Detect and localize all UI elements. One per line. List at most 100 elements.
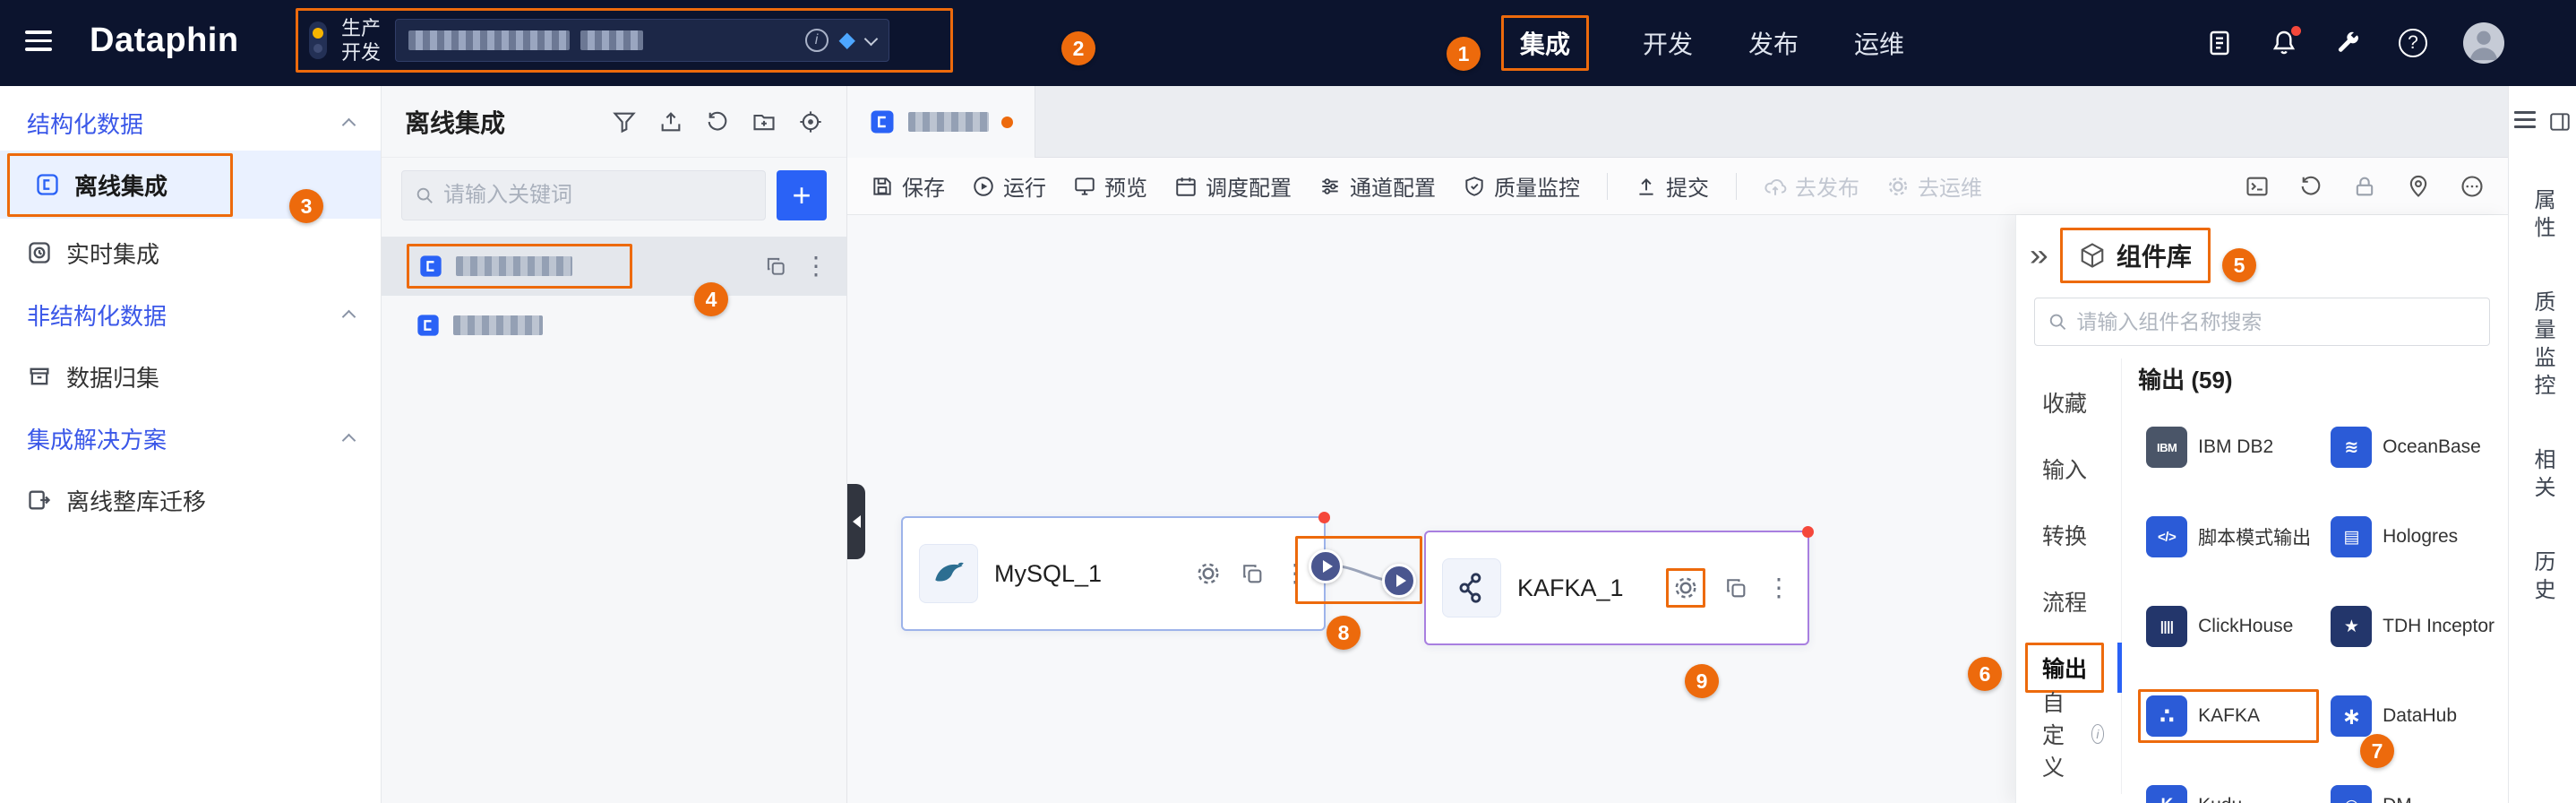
- category-input[interactable]: 输入: [2042, 458, 2088, 483]
- selection-handle[interactable]: [1318, 512, 1330, 523]
- nav-ops[interactable]: 运维: [1854, 30, 1905, 58]
- copy-icon[interactable]: [1723, 575, 1748, 600]
- gear-icon[interactable]: [1195, 560, 1222, 587]
- copy-icon[interactable]: [764, 255, 787, 278]
- section-label: 非结构化数据: [27, 302, 167, 330]
- section-integration-solutions[interactable]: 集成解决方案: [0, 410, 381, 466]
- filter-icon[interactable]: [612, 109, 637, 134]
- locate-icon[interactable]: [798, 109, 823, 134]
- node-label: KAFKA_1: [1517, 574, 1624, 601]
- copy-icon[interactable]: [1240, 561, 1265, 586]
- more-options-icon[interactable]: [2460, 174, 2485, 199]
- annotation-8: 8: [1327, 616, 1361, 650]
- avatar[interactable]: [2463, 22, 2504, 64]
- new-folder-icon[interactable]: [751, 109, 777, 134]
- sidebar-item-data-collection[interactable]: 数据归集: [0, 342, 381, 410]
- input-port[interactable]: [1382, 564, 1416, 598]
- component-hologres[interactable]: ▤Hologres: [2323, 510, 2503, 564]
- list-icon[interactable]: [2513, 111, 2536, 133]
- collapse-tree-handle[interactable]: [847, 484, 865, 559]
- submit-label: 提交: [1666, 177, 1709, 201]
- sidebar-item-offline-db-migration[interactable]: 离线整库迁移: [0, 466, 381, 534]
- tree-panel-header: 离线集成: [382, 86, 846, 158]
- panel-layout-icon[interactable]: [2548, 110, 2572, 134]
- export-icon[interactable]: [658, 109, 683, 134]
- info-icon[interactable]: i: [804, 29, 829, 52]
- category-transform[interactable]: 转换: [2042, 524, 2088, 549]
- nav-publish[interactable]: 发布: [1748, 30, 1799, 58]
- output-port[interactable]: [1309, 549, 1343, 583]
- editor-tab[interactable]: [847, 86, 1035, 158]
- collapse-panel-icon[interactable]: »: [2030, 238, 2048, 272]
- chevron-up-icon: [341, 309, 356, 324]
- component-tdh-inceptor[interactable]: ★TDH Inceptor: [2323, 600, 2503, 653]
- submit-button[interactable]: 提交: [1635, 170, 1709, 202]
- chevron-down-icon[interactable]: [863, 31, 879, 46]
- nav-integration[interactable]: 集成: [1501, 15, 1590, 71]
- section-structured-data[interactable]: 结构化数据: [0, 95, 381, 151]
- project-name-redacted: [580, 30, 644, 50]
- tab-quality-monitor[interactable]: 质量监控: [2530, 290, 2555, 402]
- schedule-config-button[interactable]: 调度配置: [1174, 170, 1292, 202]
- tab-related[interactable]: 相关: [2530, 448, 2555, 504]
- more-icon[interactable]: ⋮: [1283, 559, 1308, 587]
- tools-icon[interactable]: [2334, 29, 2363, 57]
- add-task-button[interactable]: +: [777, 170, 827, 220]
- tree-search-box[interactable]: [401, 170, 766, 220]
- go-publish-button[interactable]: 去发布: [1764, 170, 1859, 202]
- refresh-icon[interactable]: [705, 109, 730, 134]
- selection-handle[interactable]: [1802, 526, 1814, 538]
- component-clickhouse[interactable]: ||||ClickHouse: [2138, 600, 2319, 653]
- component-datahub[interactable]: ∗DataHub: [2323, 689, 2503, 743]
- env-dev-label[interactable]: 开发: [341, 41, 382, 64]
- go-ops-button[interactable]: 去运维: [1886, 170, 1982, 202]
- sidebar-item-offline-integration[interactable]: 离线集成: [0, 151, 381, 219]
- more-icon[interactable]: ⋮: [803, 252, 829, 280]
- component-search-box[interactable]: [2034, 298, 2490, 346]
- component-search-input[interactable]: [2076, 309, 2477, 334]
- task-list-item[interactable]: [382, 296, 846, 355]
- node-kafka[interactable]: KAFKA_1 ⋮: [1424, 526, 1814, 645]
- quality-monitor-button[interactable]: 质量监控: [1463, 170, 1580, 202]
- category-output[interactable]: 输出: [2016, 635, 2123, 701]
- bell-icon[interactable]: [2270, 26, 2301, 57]
- node-mysql[interactable]: MySQL_1 ⋮: [901, 512, 1330, 631]
- component-kudu[interactable]: KKudu: [2138, 779, 2319, 803]
- category-flow[interactable]: 流程: [2042, 591, 2088, 616]
- more-icon[interactable]: ⋮: [1766, 574, 1791, 601]
- tree-panel-title: 离线集成: [405, 108, 506, 137]
- console-panel-icon[interactable]: [2245, 174, 2270, 199]
- workspace-selector[interactable]: 生产 开发 i ◆: [296, 8, 953, 73]
- component-oceanbase[interactable]: ≋OceanBase: [2323, 420, 2503, 474]
- help-icon[interactable]: ?: [2399, 29, 2427, 57]
- menu-icon[interactable]: [25, 30, 52, 56]
- run-button[interactable]: 运行: [972, 170, 1046, 202]
- sidebar-item-realtime-integration[interactable]: 实时集成: [0, 219, 381, 287]
- lock-icon[interactable]: [2352, 174, 2377, 199]
- tree-search-input[interactable]: [442, 183, 752, 208]
- component-kafka[interactable]: ∴KAFKA: [2138, 689, 2320, 743]
- save-button[interactable]: 保存: [871, 170, 945, 202]
- preview-button[interactable]: 预览: [1073, 170, 1147, 202]
- topbar: Dataphin 生产 开发 i ◆ 集成 开发 发布 运维: [0, 0, 2576, 86]
- dev-env-icon[interactable]: ◆: [838, 28, 856, 52]
- channel-config-button[interactable]: 通道配置: [1318, 170, 1436, 202]
- category-favorites[interactable]: 收藏: [2042, 392, 2088, 417]
- tab-history[interactable]: 历史: [2530, 550, 2555, 606]
- component-script-output[interactable]: </>脚本模式输出: [2138, 510, 2319, 564]
- task-list-item[interactable]: ⋮: [382, 237, 846, 296]
- env-prod-label[interactable]: 生产: [341, 17, 382, 39]
- tab-properties[interactable]: 属性: [2530, 188, 2555, 244]
- locate-pin-icon[interactable]: [2406, 174, 2431, 199]
- release-record-icon[interactable]: [2205, 29, 2234, 57]
- right-tab-strip: 属性 质量监控 相关 历史: [2508, 86, 2576, 803]
- refresh-icon[interactable]: [2298, 174, 2323, 199]
- search-icon: [416, 187, 433, 203]
- nav-develop[interactable]: 开发: [1643, 30, 1694, 58]
- component-dm[interactable]: ◎DM: [2323, 779, 2503, 803]
- project-select[interactable]: i ◆: [395, 19, 890, 62]
- section-unstructured-data[interactable]: 非结构化数据: [0, 287, 381, 342]
- gear-icon[interactable]: [1666, 568, 1705, 608]
